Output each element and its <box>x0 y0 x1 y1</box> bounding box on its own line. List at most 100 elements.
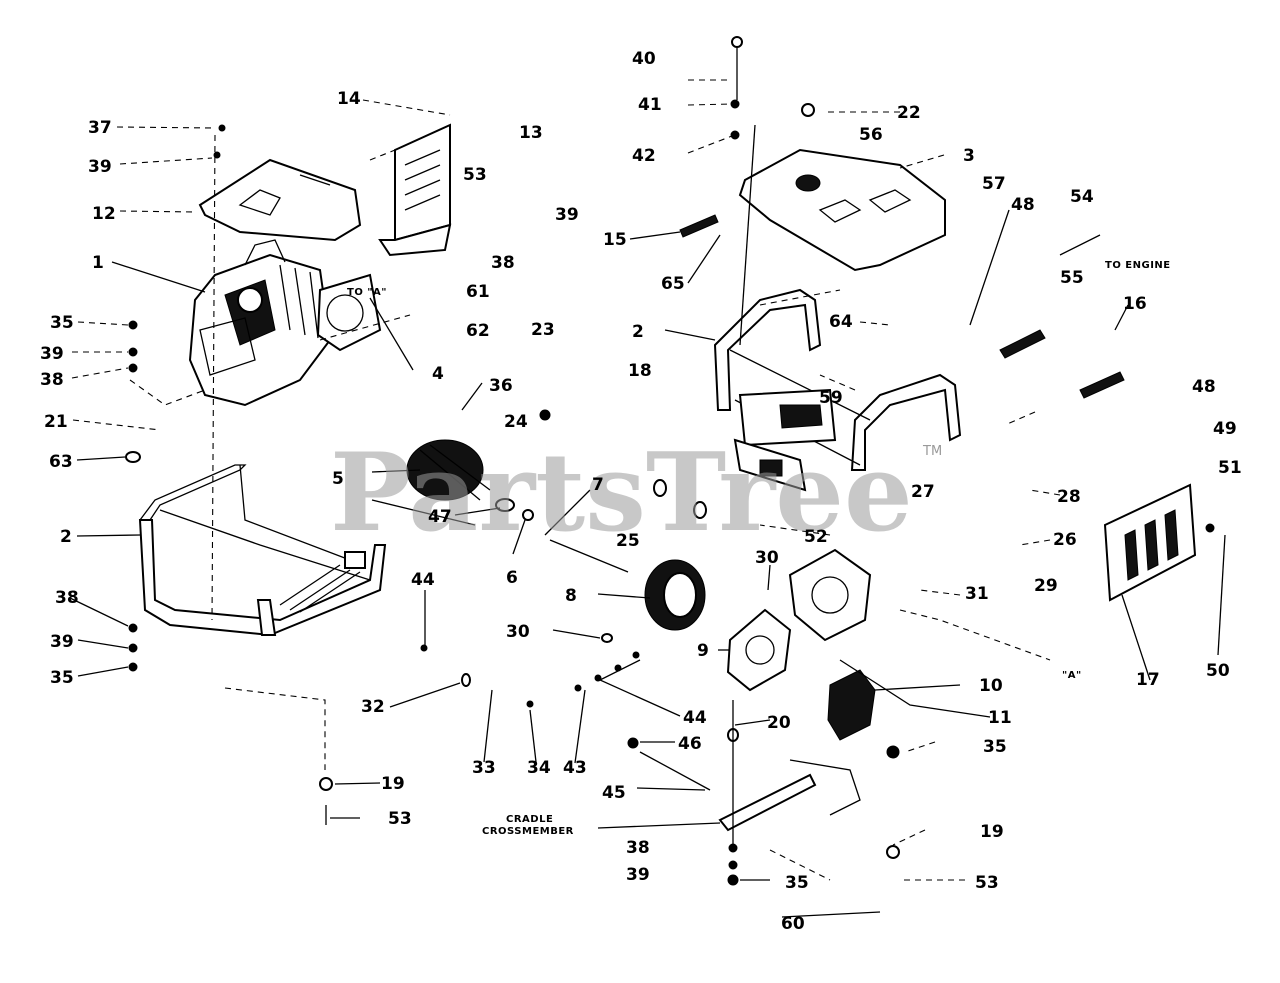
label-38: 38 <box>40 370 64 390</box>
label-39: 39 <box>626 865 650 885</box>
label-61: 61 <box>466 282 490 302</box>
part-labels: 37 39 12 1 35 39 38 21 63 2 38 39 35 14 … <box>40 49 1242 934</box>
label-35: 35 <box>785 873 809 893</box>
label-39: 39 <box>40 344 64 364</box>
label-39: 39 <box>50 632 74 652</box>
caption-a-ref: "A" <box>1062 670 1082 681</box>
control-panel <box>733 438 807 492</box>
label-28: 28 <box>1057 487 1081 507</box>
caption-cradle: CRADLE <box>506 814 553 825</box>
label-27: 27 <box>911 482 935 502</box>
label-5: 5 <box>332 469 344 489</box>
label-45: 45 <box>602 783 626 803</box>
label-4: 4 <box>432 364 444 384</box>
crossmember <box>718 759 861 832</box>
label-10: 10 <box>979 676 1003 696</box>
label-56: 56 <box>859 125 883 145</box>
label-13: 13 <box>519 123 543 143</box>
label-35: 35 <box>50 668 74 688</box>
label-23: 23 <box>531 320 555 340</box>
label-2: 2 <box>60 527 72 547</box>
label-63: 63 <box>49 452 73 472</box>
caption-to-a: TO "A" <box>347 287 387 298</box>
label-15: 15 <box>603 230 627 250</box>
label-59: 59 <box>819 388 843 408</box>
label-47: 47 <box>428 507 452 527</box>
label-2: 2 <box>632 322 644 342</box>
label-16: 16 <box>1123 294 1147 314</box>
label-53: 53 <box>463 165 487 185</box>
leader-lines <box>69 79 1226 918</box>
end-bell <box>726 548 876 741</box>
label-19: 19 <box>381 774 405 794</box>
label-53: 53 <box>388 809 412 829</box>
engine-block <box>188 239 332 407</box>
label-17: 17 <box>1136 670 1160 690</box>
label-49: 49 <box>1213 419 1237 439</box>
label-38: 38 <box>626 838 650 858</box>
label-40: 40 <box>632 49 656 69</box>
label-37: 37 <box>88 118 112 138</box>
label-46: 46 <box>678 734 702 754</box>
label-62: 62 <box>466 321 490 341</box>
label-60: 60 <box>781 914 805 934</box>
label-24: 24 <box>504 412 528 432</box>
fuel-tank <box>738 103 946 272</box>
label-35: 35 <box>50 313 74 333</box>
label-21: 21 <box>44 412 68 432</box>
label-1: 1 <box>92 253 104 273</box>
caption-to-engine: TO ENGINE <box>1105 260 1171 271</box>
watermark: PartsTree <box>330 430 913 556</box>
caption-crossmember: CROSSMEMBER <box>482 826 574 837</box>
label-9: 9 <box>697 641 709 661</box>
label-25: 25 <box>616 531 640 551</box>
label-22: 22 <box>897 103 921 123</box>
label-18: 18 <box>628 361 652 381</box>
label-48: 48 <box>1192 377 1216 397</box>
label-41: 41 <box>638 95 662 115</box>
label-50: 50 <box>1206 661 1230 681</box>
label-57: 57 <box>982 174 1006 194</box>
hardware <box>125 36 1215 886</box>
label-26: 26 <box>1053 530 1077 550</box>
left-cradle-frame <box>138 464 387 637</box>
label-20: 20 <box>767 713 791 733</box>
label-43: 43 <box>563 758 587 778</box>
stator <box>644 559 706 631</box>
label-48: 48 <box>1011 195 1035 215</box>
label-35: 35 <box>983 737 1007 757</box>
label-11: 11 <box>988 708 1012 728</box>
fan-housing <box>316 273 382 352</box>
label-51: 51 <box>1218 458 1242 478</box>
label-3: 3 <box>963 146 975 166</box>
label-53: 53 <box>975 873 999 893</box>
label-33: 33 <box>472 758 496 778</box>
watermark-trademark: TM <box>922 444 942 459</box>
label-38: 38 <box>55 588 79 608</box>
label-34: 34 <box>527 758 551 778</box>
label-38: 38 <box>491 253 515 273</box>
label-36: 36 <box>489 376 513 396</box>
label-12: 12 <box>92 204 116 224</box>
label-14: 14 <box>337 89 361 109</box>
rotor <box>406 439 534 521</box>
label-42: 42 <box>632 146 656 166</box>
label-8: 8 <box>565 586 577 606</box>
label-55: 55 <box>1060 268 1084 288</box>
label-30: 30 <box>755 548 779 568</box>
label-7: 7 <box>592 475 604 495</box>
tank-bracket <box>198 158 362 242</box>
label-39: 39 <box>555 205 579 225</box>
label-44: 44 <box>411 570 435 590</box>
label-65: 65 <box>661 274 685 294</box>
muffler-shield <box>378 123 452 257</box>
label-19: 19 <box>980 822 1004 842</box>
label-30: 30 <box>506 622 530 642</box>
label-39: 39 <box>88 157 112 177</box>
label-32: 32 <box>361 697 385 717</box>
label-64: 64 <box>829 312 853 332</box>
label-52: 52 <box>804 527 828 547</box>
side-panel <box>1103 483 1197 602</box>
